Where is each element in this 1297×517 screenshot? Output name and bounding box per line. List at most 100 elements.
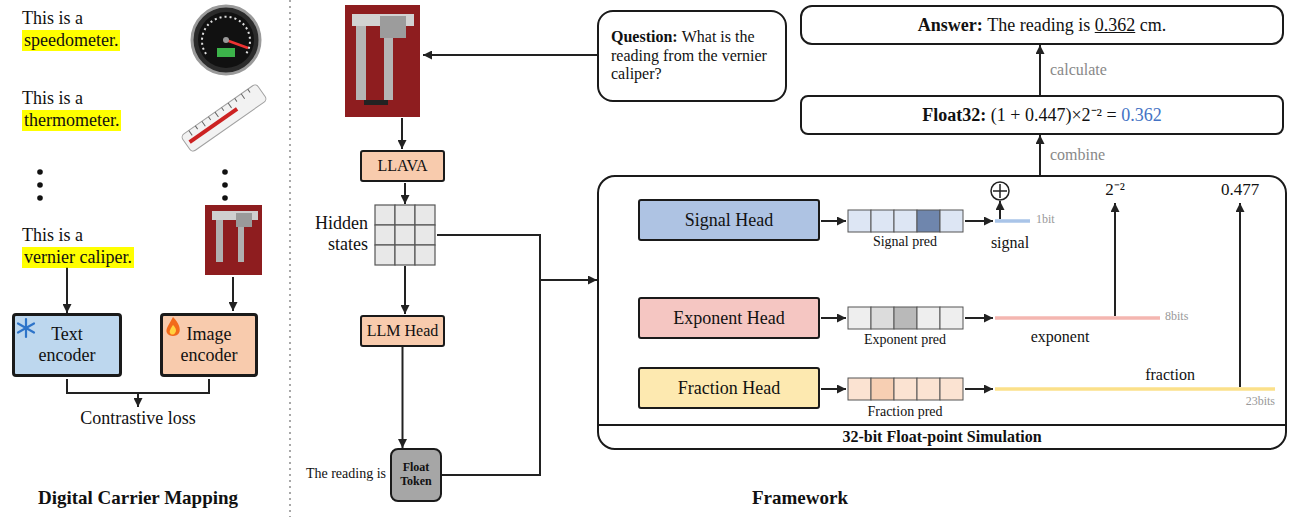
head-box: Exponent Head	[638, 297, 820, 339]
edge-label: combine	[1048, 146, 1107, 164]
flow-arrow	[404, 266, 406, 314]
node-text: Text encoder	[39, 324, 96, 365]
node-text: speedometer.	[24, 30, 118, 50]
connector-arrow	[1039, 135, 1041, 175]
flow-arrow	[404, 183, 406, 204]
bit-width: 23bits	[1246, 395, 1275, 409]
trainable-icon	[166, 317, 179, 336]
node-text: Question:	[611, 28, 678, 45]
flow-arrow	[401, 118, 403, 149]
model-box: LLAVA	[360, 150, 445, 182]
panel-title: Framework	[752, 487, 848, 509]
flow-arrow	[821, 317, 846, 319]
flow-arrow	[965, 317, 993, 319]
field-label: signal	[991, 234, 1029, 252]
fraction-pred-bar	[848, 378, 963, 400]
bit-width: 1bit	[1036, 213, 1055, 227]
head-box: Fraction Head	[638, 367, 820, 409]
panel-separator	[289, 0, 291, 517]
node-text: Float Token	[400, 460, 432, 488]
loss-label: Contrastive loss	[80, 408, 196, 429]
flow-arrow	[137, 393, 139, 407]
pred-label: Exponent pred	[864, 332, 946, 348]
caption-text: This is a	[22, 88, 83, 109]
text-group: thermometer.	[24, 110, 119, 131]
answer-box: Answer:The reading is0.362cm.	[800, 5, 1284, 45]
pred-label: Fraction pred	[867, 404, 942, 420]
text-group: Float32:(1 + 0.447)×2⁻² =0.362	[922, 105, 1161, 126]
pred-label: Signal pred	[873, 234, 937, 250]
node-text: Float32:	[922, 105, 986, 125]
signal-pred-bar	[848, 210, 963, 232]
text-group: LLAVA	[377, 157, 427, 175]
merge-line	[67, 379, 209, 393]
hidden-state-grid	[375, 205, 435, 265]
flow-arrow	[999, 201, 1001, 219]
highlight-word: vernier caliper.	[22, 247, 134, 268]
node-text: The reading is	[987, 15, 1090, 35]
head-box: Signal Head	[638, 199, 820, 241]
connector-arrow	[1039, 45, 1041, 95]
node-text: Answer:	[918, 15, 983, 35]
bit-field-line	[995, 387, 1275, 391]
node-text: Exponent Head	[673, 308, 784, 328]
highlight-word: thermometer.	[22, 110, 121, 131]
text-group: 32-bit Float-point Simulation	[599, 424, 1285, 448]
prompt-text: The reading is	[306, 466, 386, 482]
text-group: vernier caliper.	[24, 247, 132, 268]
text-group: LLM Head	[367, 322, 439, 340]
flow-arrow	[965, 220, 993, 222]
value-label: 0.477	[1221, 180, 1259, 200]
node-text: Image encoder	[181, 324, 238, 365]
flow-arrow	[821, 220, 846, 222]
bit-field-line	[995, 219, 1030, 223]
node-text: Signal Head	[685, 210, 773, 230]
head-box: LLM Head	[360, 315, 445, 347]
text-group: Fraction Head	[678, 378, 780, 399]
connector-arrow	[66, 268, 68, 313]
connector-arrow	[442, 280, 597, 475]
question-box: Question:What is the reading from the ve…	[597, 10, 787, 102]
frozen-icon	[18, 319, 34, 337]
field-label: exponent	[1031, 328, 1090, 346]
node-text: LLM Head	[367, 322, 439, 339]
ellipsis-dots	[37, 169, 228, 201]
flow-arrow	[423, 54, 597, 56]
caption-text: This is a	[22, 8, 83, 29]
node-text: Fraction Head	[678, 378, 780, 398]
text-group: Signal Head	[685, 210, 773, 231]
text-group: Text encoder	[39, 324, 96, 365]
flow-arrow	[1239, 203, 1241, 387]
field-label: fraction	[1145, 366, 1195, 384]
node-text: 0.362	[1121, 105, 1162, 125]
flow-arrow	[821, 388, 846, 390]
bit-width: 8bits	[1165, 310, 1188, 324]
highlight-word: speedometer.	[22, 30, 120, 51]
node-text: LLAVA	[377, 157, 427, 174]
panel-title: Digital Carrier Mapping	[38, 487, 238, 509]
caption-text: This is a	[22, 225, 83, 246]
text-group: Exponent Head	[673, 308, 784, 329]
text-group: Answer:The reading is0.362cm.	[918, 15, 1166, 36]
merge-line	[437, 235, 540, 280]
node-text: 32-bit Float-point Simulation	[842, 428, 1041, 446]
edge-label: calculate	[1048, 61, 1109, 79]
value-label: 2⁻²	[1105, 180, 1125, 200]
flow-arrow	[232, 277, 234, 311]
bit-field-line	[995, 316, 1160, 320]
exponent-pred-bar	[848, 307, 963, 329]
connector-arrow	[402, 347, 404, 448]
speedometer-image	[192, 6, 260, 74]
node-text: (1 + 0.447)×2⁻² =	[991, 105, 1117, 125]
text-group: Float Token	[400, 461, 432, 489]
text-group: Question:What is the reading from the ve…	[611, 28, 773, 83]
text-group: Image encoder	[181, 324, 238, 365]
flow-arrow	[965, 388, 993, 390]
formula-box: Float32:(1 + 0.447)×2⁻² =0.362	[800, 95, 1284, 135]
node-text: vernier caliper.	[24, 247, 132, 267]
caliper-image	[205, 205, 262, 275]
caliper-image	[345, 5, 420, 117]
flow-arrow	[1114, 203, 1116, 316]
thermometer-image	[181, 83, 268, 152]
node-text: thermometer.	[24, 110, 119, 130]
